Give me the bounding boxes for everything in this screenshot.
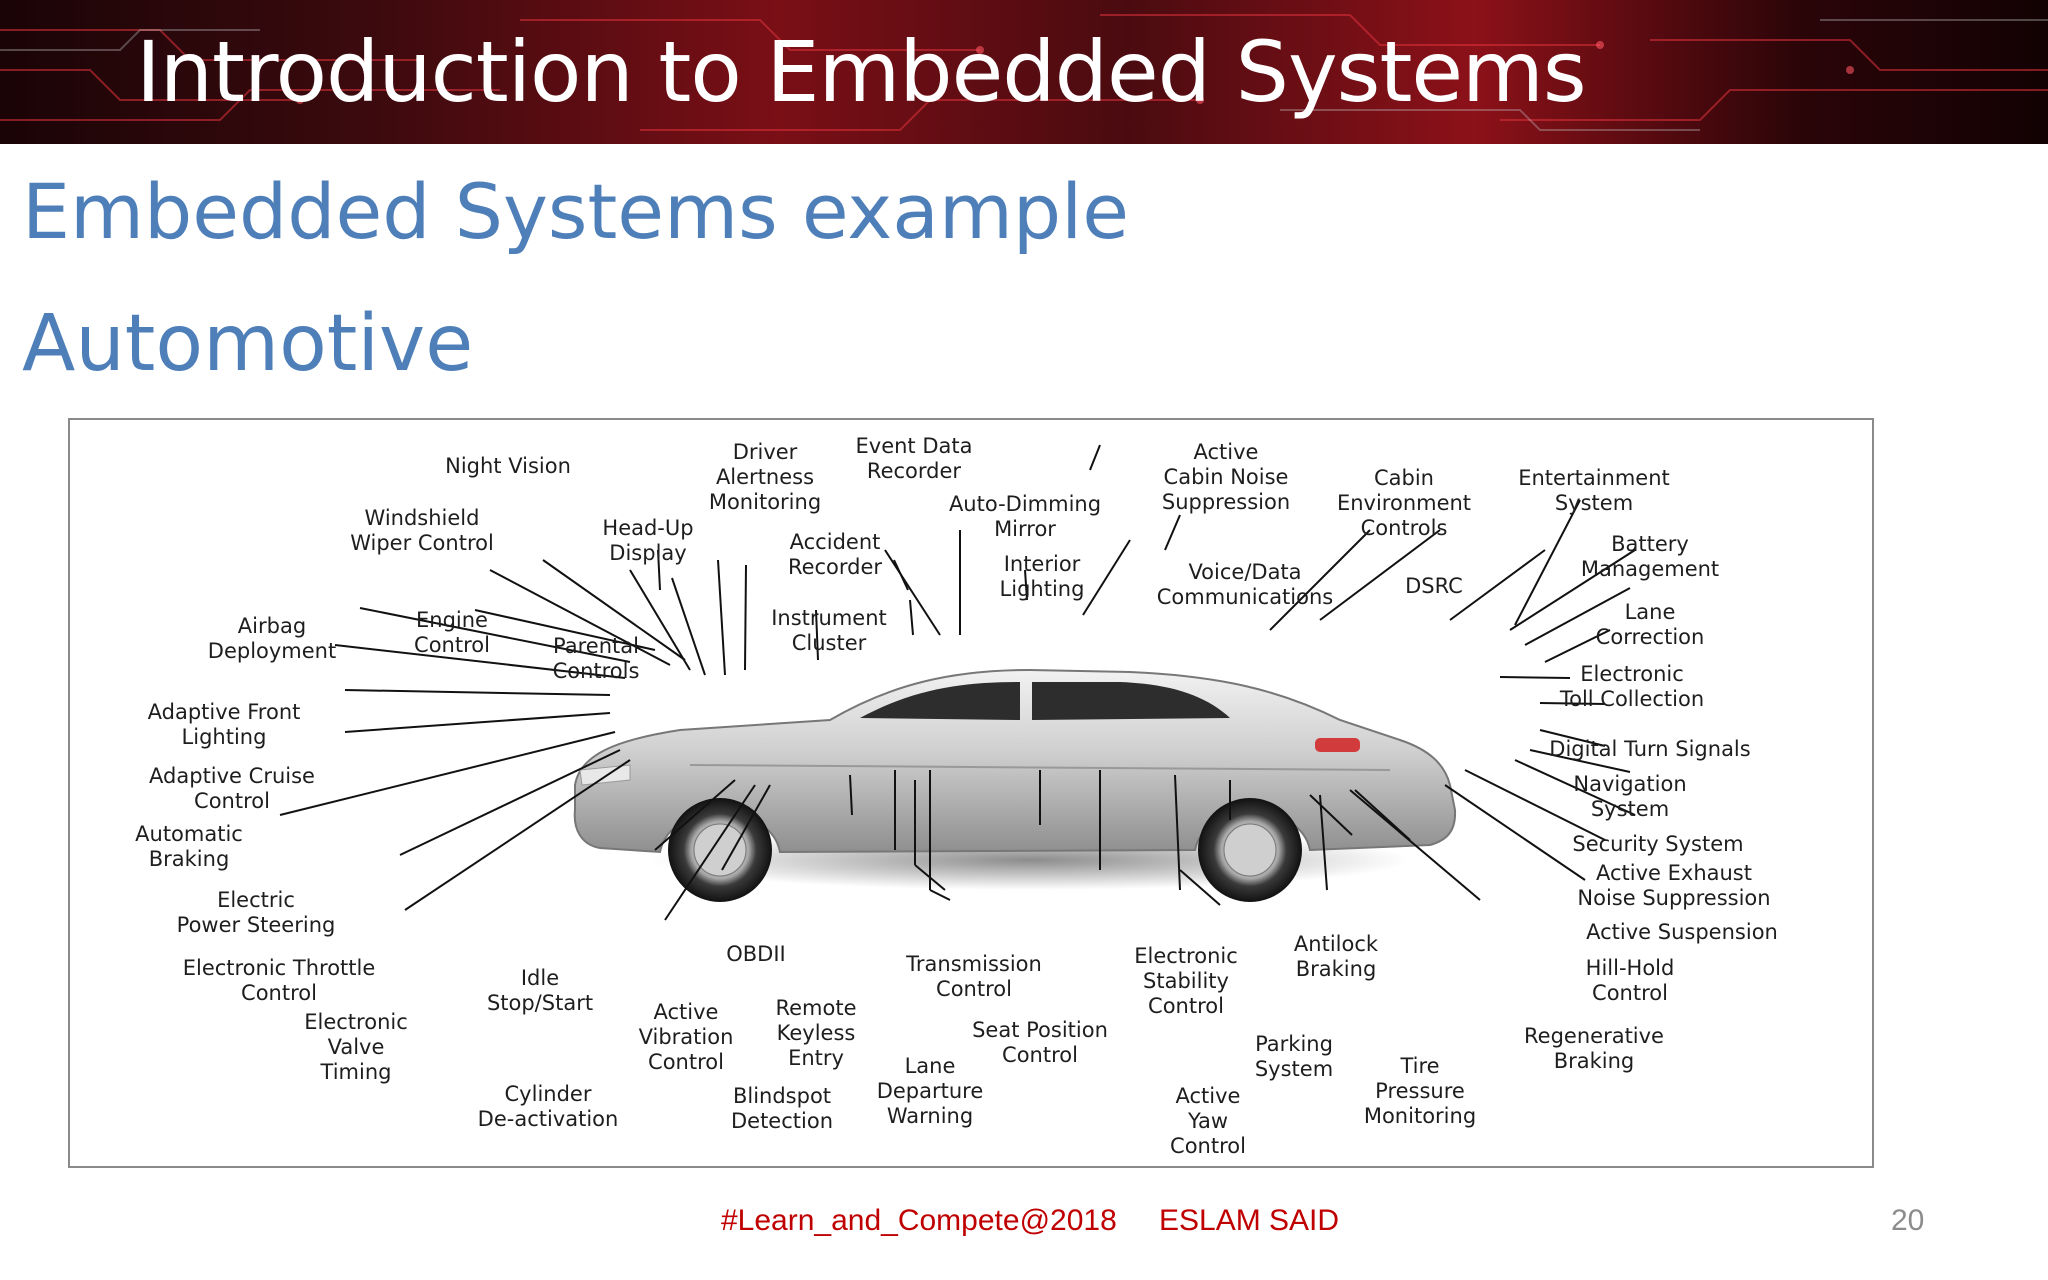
label-night-vision: Night Vision xyxy=(445,454,571,478)
label-automatic-braking: Automatic Braking xyxy=(135,822,243,871)
label-blindspot: Blindspot Detection xyxy=(730,1084,834,1133)
footer-hashtag: #Learn_and_Compete@2018 xyxy=(721,1204,1117,1237)
slide-subtitle: Embedded Systems example xyxy=(22,167,1129,256)
section-heading: Automotive xyxy=(22,299,474,389)
label-engine-control: Engine Control xyxy=(414,608,490,657)
label-parking-system: Parking System xyxy=(1254,1032,1334,1081)
label-instrument-cluster: Instrument Cluster xyxy=(771,606,887,655)
label-windshield-wiper: Windshield Wiper Control xyxy=(350,506,494,555)
label-power-steering: Electric Power Steering xyxy=(176,888,336,937)
label-lane-departure: Lane Departure Warning xyxy=(876,1054,984,1128)
label-active-exhaust: Active Exhaust Noise Suppression xyxy=(1577,861,1771,910)
label-battery-management: Battery Management xyxy=(1580,532,1720,581)
label-event-data-recorder: Event Data Recorder xyxy=(855,434,973,483)
label-throttle: Electronic Throttle Control xyxy=(182,956,376,1005)
label-head-up-display: Head-Up Display xyxy=(602,516,694,565)
label-accident-recorder: Accident Recorder xyxy=(787,530,883,579)
label-voice-data: Voice/Data Communications xyxy=(1156,560,1334,609)
footer-author: ESLAM SAID xyxy=(1159,1204,1340,1237)
label-electronic-toll: Electronic Toll Collection xyxy=(1559,662,1705,711)
label-airbag: Airbag Deployment xyxy=(207,614,337,663)
automotive-diagram: Night Vision Windshield Wiper Control He… xyxy=(68,418,1874,1168)
label-valve-timing: Electronic Valve Timing xyxy=(304,1010,408,1084)
page-number: 20 xyxy=(1891,1204,1925,1237)
label-antilock-braking: Antilock Braking xyxy=(1293,932,1379,981)
label-lane-correction: Lane Correction xyxy=(1595,600,1705,649)
label-electronic-stability: Electronic Stability Control xyxy=(1134,944,1238,1018)
leader-lines xyxy=(279,444,1636,921)
label-cylinder-deactivation: Cylinder De-activation xyxy=(477,1082,619,1131)
label-active-suspension: Active Suspension xyxy=(1586,920,1778,944)
label-active-vibration: Active Vibration Control xyxy=(638,1000,734,1074)
car-image xyxy=(573,668,1457,902)
title-banner: Introduction to Embedded Systems xyxy=(0,0,2048,144)
label-interior-lighting: Interior Lighting xyxy=(999,552,1085,601)
label-obdii: OBDII xyxy=(726,942,786,966)
label-parental-controls: Parental Controls xyxy=(552,634,640,683)
label-regenerative-braking: Regenerative Braking xyxy=(1524,1024,1664,1073)
label-active-cabin-noise: Active Cabin Noise Suppression xyxy=(1161,440,1291,514)
label-security-system: Security System xyxy=(1572,832,1744,856)
label-idle-stop-start: Idle Stop/Start xyxy=(486,966,594,1015)
diagram-graphics xyxy=(279,444,1636,921)
label-adaptive-front-lighting: Adaptive Front Lighting xyxy=(147,700,301,749)
label-entertainment: Entertainment System xyxy=(1518,466,1670,515)
label-auto-dimming-mirror: Auto-Dimming Mirror xyxy=(948,492,1102,541)
label-transmission: Transmission Control xyxy=(906,952,1042,1001)
label-cabin-environment: Cabin Environment Controls xyxy=(1336,466,1472,540)
label-digital-turn-signals: Digital Turn Signals xyxy=(1549,737,1751,761)
label-driver-alertness: Driver Alertness Monitoring xyxy=(708,440,822,514)
label-adaptive-cruise: Adaptive Cruise Control xyxy=(149,764,315,813)
label-navigation: Navigation System xyxy=(1573,772,1687,821)
label-hill-hold: Hill-Hold Control xyxy=(1585,956,1675,1005)
label-remote-keyless: Remote Keyless Entry xyxy=(775,996,857,1070)
slide-title: Introduction to Embedded Systems xyxy=(136,23,1587,121)
label-active-yaw: Active Yaw Control xyxy=(1170,1084,1246,1158)
circuit-pattern xyxy=(0,14,2048,131)
label-tire-pressure: Tire Pressure Monitoring xyxy=(1363,1054,1477,1128)
label-seat-position: Seat Position Control xyxy=(972,1018,1108,1067)
label-dsrc: DSRC xyxy=(1405,574,1463,598)
